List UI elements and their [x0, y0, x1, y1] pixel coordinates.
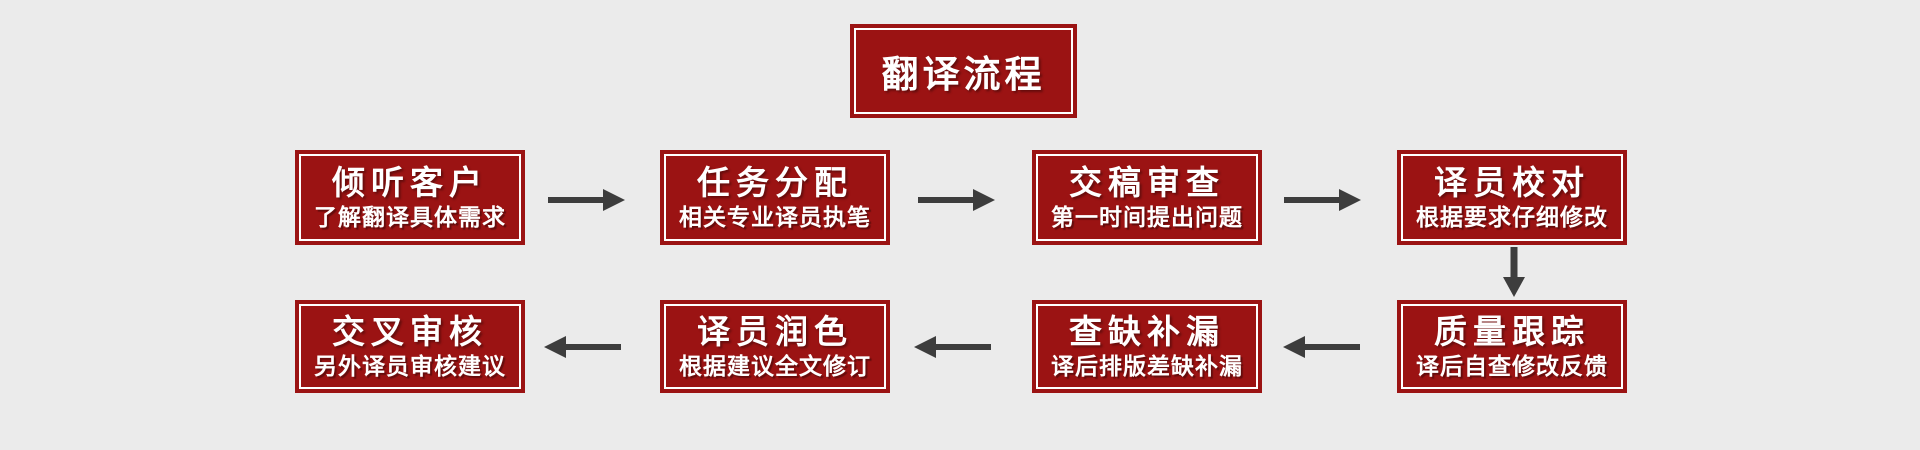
step-subtitle: 第一时间提出问题: [1051, 203, 1243, 230]
flow-step-quality-tracking: 质量跟踪 译后自查修改反馈: [1397, 300, 1627, 393]
step-title: 译员润色: [697, 312, 853, 350]
arrow-right-icon: [1284, 189, 1361, 211]
flow-step-inner: 倾听客户 了解翻译具体需求: [299, 154, 521, 241]
step-subtitle: 译后自查修改反馈: [1416, 352, 1608, 379]
step-title: 交稿审查: [1069, 163, 1225, 201]
step-title: 交叉审核: [332, 312, 488, 350]
flowchart-title-box-inner: 翻译流程: [854, 28, 1073, 114]
step-title: 任务分配: [697, 163, 853, 201]
arrow-down-icon: [1503, 247, 1525, 297]
flow-step-draft-review: 交稿审查 第一时间提出问题: [1032, 150, 1262, 245]
flow-step-inner: 查缺补漏 译后排版差缺补漏: [1036, 304, 1258, 389]
step-subtitle: 根据要求仔细修改: [1416, 203, 1608, 230]
flow-step-inner: 交稿审查 第一时间提出问题: [1036, 154, 1258, 241]
flow-step-cross-review: 交叉审核 另外译员审核建议: [295, 300, 525, 393]
arrow-right-icon: [918, 189, 995, 211]
flow-step-inner: 任务分配 相关专业译员执笔: [664, 154, 886, 241]
flow-step-inner: 质量跟踪 译后自查修改反馈: [1401, 304, 1623, 389]
step-title: 质量跟踪: [1434, 312, 1590, 350]
flow-step-inner: 交叉审核 另外译员审核建议: [299, 304, 521, 389]
flowchart-title-box: 翻译流程: [850, 24, 1077, 118]
flow-step-gap-check: 查缺补漏 译后排版差缺补漏: [1032, 300, 1262, 393]
step-title: 倾听客户: [332, 163, 488, 201]
step-subtitle: 相关专业译员执笔: [679, 203, 871, 230]
arrow-left-icon: [544, 336, 621, 358]
flowchart-title: 翻译流程: [881, 54, 1046, 95]
flow-step-translator-polish: 译员润色 根据建议全文修订: [660, 300, 890, 393]
step-subtitle: 另外译员审核建议: [314, 352, 506, 379]
step-subtitle: 根据建议全文修订: [679, 352, 871, 379]
flow-step-inner: 译员校对 根据要求仔细修改: [1401, 154, 1623, 241]
flow-step-listen-client: 倾听客户 了解翻译具体需求: [295, 150, 525, 245]
step-subtitle: 了解翻译具体需求: [314, 203, 506, 230]
arrow-right-icon: [548, 189, 625, 211]
step-title: 查缺补漏: [1069, 312, 1225, 350]
step-subtitle: 译后排版差缺补漏: [1051, 352, 1243, 379]
flow-step-task-assignment: 任务分配 相关专业译员执笔: [660, 150, 890, 245]
flow-step-inner: 译员润色 根据建议全文修订: [664, 304, 886, 389]
arrow-left-icon: [914, 336, 991, 358]
flow-step-translator-proofread: 译员校对 根据要求仔细修改: [1397, 150, 1627, 245]
arrow-left-icon: [1283, 336, 1360, 358]
step-title: 译员校对: [1434, 163, 1590, 201]
